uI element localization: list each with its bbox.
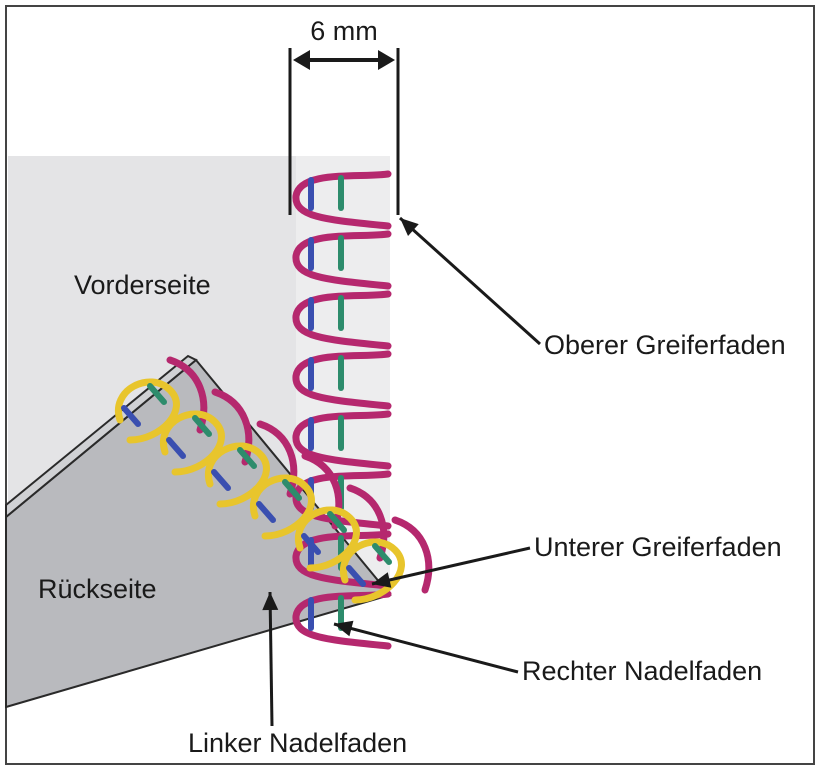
lower-looper-loop [159, 410, 225, 476]
left-needle-stitch [346, 565, 366, 587]
upper-looper-crossing [301, 452, 343, 530]
dimension-arrowhead-right [378, 50, 395, 70]
left-needle-leader-head [262, 592, 279, 611]
lower-looper-leader [371, 546, 531, 586]
lower-looper-loop [294, 506, 360, 572]
upper-looper-crossing [166, 356, 208, 434]
right-needle-stitch [282, 479, 302, 501]
right-needle-stitch [147, 383, 167, 405]
upper-looper-loop [292, 290, 392, 350]
left-needle-thread-label: Linker Nadelfaden [188, 728, 407, 758]
upper-looper-crossing [256, 420, 298, 498]
left-needle-stitch [166, 437, 186, 459]
leader-arrows [262, 216, 542, 727]
right-needle-stitch [237, 447, 257, 469]
lower-looper-loop [114, 378, 180, 444]
upper-looper-loop [292, 170, 392, 230]
lower-looper-leader-head [372, 572, 392, 588]
left-needle-stitch [121, 405, 141, 427]
lower-looper-loop [204, 442, 270, 508]
dimension-arrowhead-left [293, 50, 310, 70]
lower-looper-loop [249, 474, 315, 540]
lower-looper-loop [339, 538, 405, 604]
upper-looper-loop [292, 590, 392, 650]
upper-looper-thread-label: Oberer Greiferfaden [544, 330, 786, 360]
lower-looper-thread-label: Unterer Greiferfaden [534, 532, 782, 562]
upper-looper-loop [292, 350, 392, 410]
front-side-label: Vorderseite [74, 270, 211, 300]
left-needle-leader [268, 591, 274, 727]
upper-looper-loop [292, 410, 392, 470]
dimension-label: 6 mm [310, 16, 378, 46]
upper-looper-crossing [391, 516, 433, 594]
right-needle-stitch [327, 511, 347, 533]
right-needle-stitch [372, 543, 392, 565]
upper-looper-crossing [211, 388, 253, 466]
right-needle-leader-head [334, 620, 354, 637]
right-needle-thread-label: Rechter Nadelfaden [522, 656, 762, 686]
upper-looper-leader [398, 216, 542, 346]
left-needle-stitch [301, 533, 321, 555]
diagonal-stitch-band [114, 356, 433, 604]
upper-looper-crossing [346, 484, 388, 562]
back-side-label: Rückseite [38, 574, 157, 604]
right-needle-leader [333, 622, 519, 674]
right-needle-stitch [192, 415, 212, 437]
upper-looper-leader-head [400, 218, 419, 236]
back-fabric-top-edge [5, 354, 198, 520]
left-needle-stitch [211, 469, 231, 491]
left-needle-stitch [256, 501, 276, 523]
upper-looper-loop [292, 230, 392, 290]
